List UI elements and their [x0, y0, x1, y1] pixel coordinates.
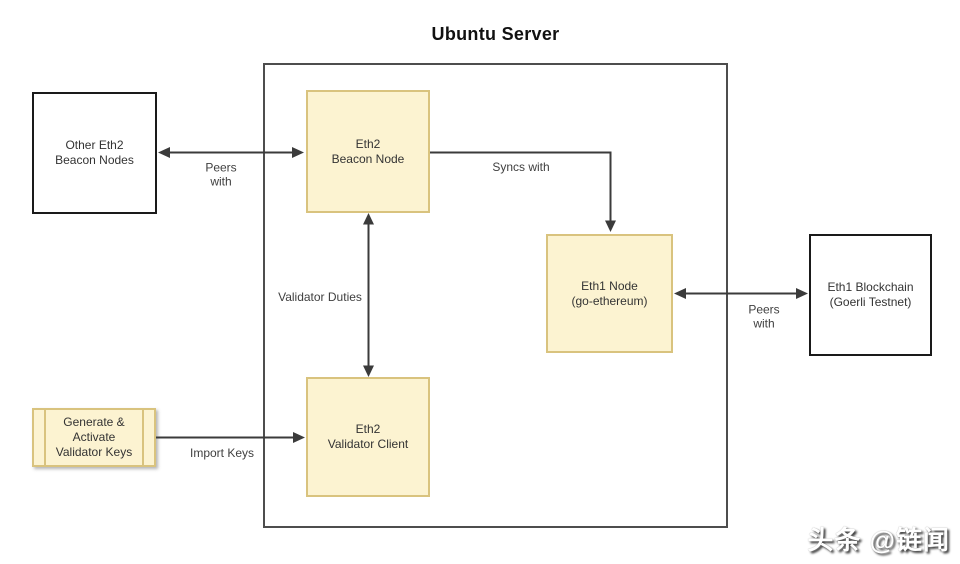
node-eth1-node-go-ethereum: Eth1 Node (go-ethereum): [546, 234, 673, 353]
node-eth2-beacon-node: Eth2 Beacon Node: [306, 90, 430, 213]
edge-label-syncs-with: Syncs with: [492, 159, 550, 174]
edge-label-peers-with-right: Peers with: [748, 302, 780, 331]
node-other-eth2-beacon-nodes: Other Eth2 Beacon Nodes: [32, 92, 157, 214]
node-eth1-blockchain-goerli-testnet: Eth1 Blockchain (Goerli Testnet): [809, 234, 932, 356]
edge-label-peers-with-left: Peers with: [205, 160, 237, 189]
node-eth2-validator-client: Eth2 Validator Client: [306, 377, 430, 497]
edge-label-validator-duties: Validator Duties: [278, 289, 362, 304]
ubuntu-server-boundary: [263, 63, 728, 528]
diagram-title: Ubuntu Server: [431, 24, 560, 44]
toutiao-watermark: 头条 @链闻: [807, 525, 950, 555]
edge-label-import-keys: Import Keys: [189, 445, 255, 460]
node-generate-activate-validator-keys: Generate & Activate Validator Keys: [32, 408, 156, 467]
